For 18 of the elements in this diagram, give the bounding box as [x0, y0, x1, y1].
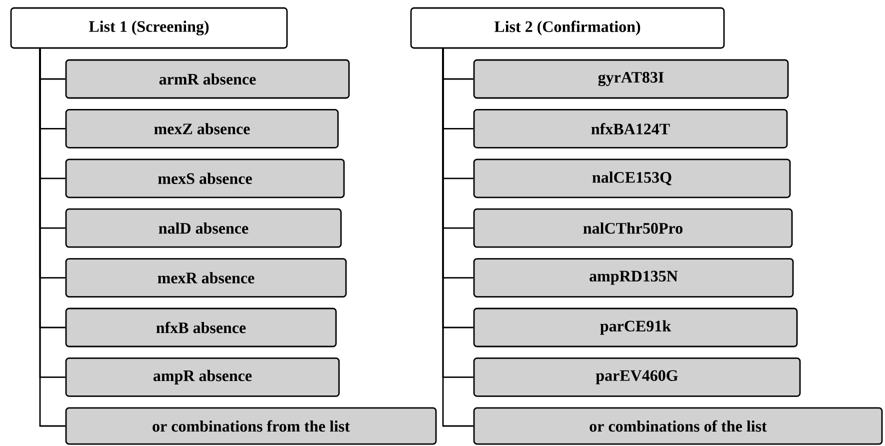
list-item-box: or combinations from the list [65, 407, 437, 445]
list-item-box: parCE91k [473, 308, 798, 348]
list-header-box: List 2 (Confirmation) [410, 7, 725, 49]
list-item-box: ampRD135N [473, 258, 794, 298]
list-item-box: parEV460G [473, 358, 801, 397]
list-item-box: mexS absence [65, 158, 345, 198]
list-item-box: nalD absence [65, 208, 342, 248]
list-header-box: List 1 (Screening) [10, 7, 288, 49]
list-item-box: nalCE153Q [473, 158, 791, 198]
list-item-box: nfxBA124T [473, 109, 788, 148]
list-item-box: mexR absence [65, 258, 347, 298]
list-item-box: nalCThr50Pro [473, 208, 793, 248]
list-item-box: mexZ absence [65, 109, 339, 148]
list-item-box: gyrAT83I [473, 59, 789, 99]
list-item-box: nfxB absence [65, 308, 337, 348]
list-item-box: ampR absence [65, 358, 340, 397]
list-item-box: or combinations of the list [473, 407, 883, 445]
list-item-box: armR absence [65, 59, 350, 99]
